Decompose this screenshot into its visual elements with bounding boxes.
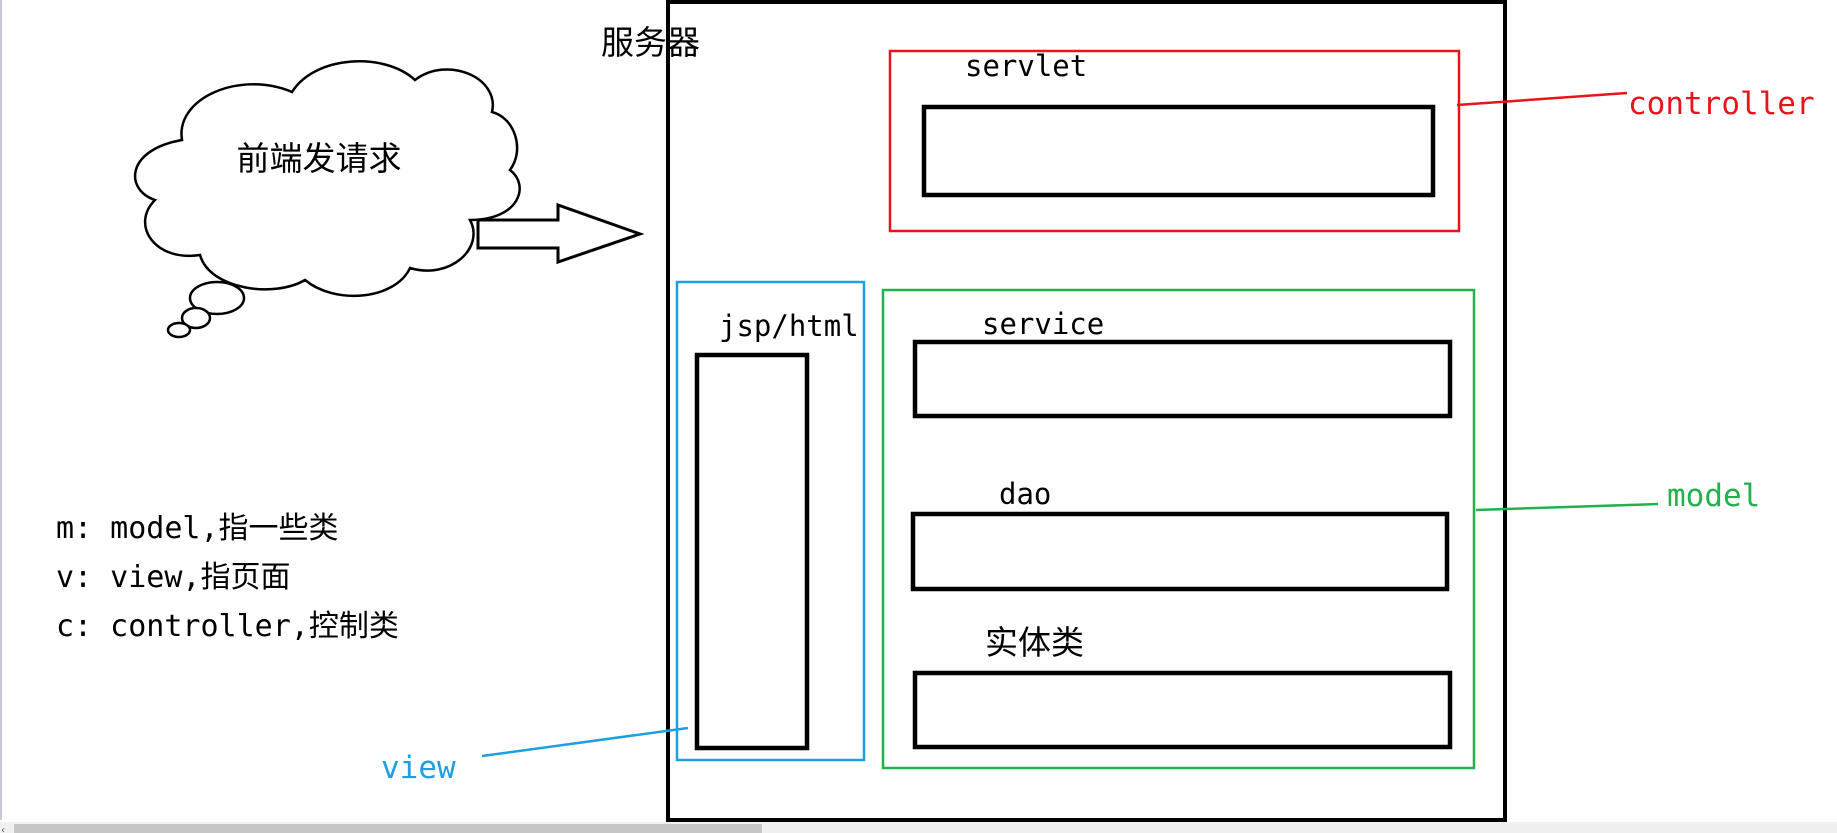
entity-box xyxy=(912,670,1453,750)
view-layer-label: view xyxy=(381,750,456,786)
controller-group-box xyxy=(888,49,1461,233)
thought-cloud: 前端发请求 xyxy=(133,60,521,339)
dao-label: dao xyxy=(999,477,1051,511)
view-leader-line xyxy=(481,726,689,758)
entity-label: 实体类 xyxy=(985,623,1084,662)
cloud-bubble-large xyxy=(188,280,246,316)
cloud-bubble-medium xyxy=(180,306,212,330)
scroll-left-icon[interactable]: ‹ xyxy=(1,825,5,833)
dao-box xyxy=(910,511,1450,592)
jsp-label: jsp/html xyxy=(719,309,859,343)
mvc-legend: m: model,指一些类 v: view,指页面 c: controller,… xyxy=(56,511,399,644)
controller-leader-line xyxy=(1456,91,1628,107)
view-group-box xyxy=(675,280,866,762)
cloud-text: 前端发请求 xyxy=(237,139,402,178)
server-box xyxy=(666,0,1507,822)
servlet-label: servlet xyxy=(965,49,1087,83)
cloud-shape xyxy=(133,60,521,298)
model-layer-label: model xyxy=(1667,478,1760,514)
cloud-bubble-small xyxy=(166,321,192,339)
jsp-box xyxy=(694,352,810,751)
scrollbar-thumb[interactable] xyxy=(14,824,762,833)
legend-v: v: view,指页面 xyxy=(56,560,291,595)
servlet-box xyxy=(921,104,1436,198)
scrollbar-track[interactable] xyxy=(0,822,1837,833)
horizontal-scrollbar[interactable]: ‹ xyxy=(0,822,1837,833)
request-arrow xyxy=(476,202,645,265)
server-title: 服务器 xyxy=(601,23,700,62)
service-box xyxy=(912,339,1453,419)
controller-layer-label: controller xyxy=(1628,86,1815,122)
model-leader-line xyxy=(1475,502,1659,512)
legend-c: c: controller,控制类 xyxy=(56,609,399,644)
legend-m: m: model,指一些类 xyxy=(56,511,339,546)
service-label: service xyxy=(982,307,1104,341)
model-group-box xyxy=(881,288,1476,770)
